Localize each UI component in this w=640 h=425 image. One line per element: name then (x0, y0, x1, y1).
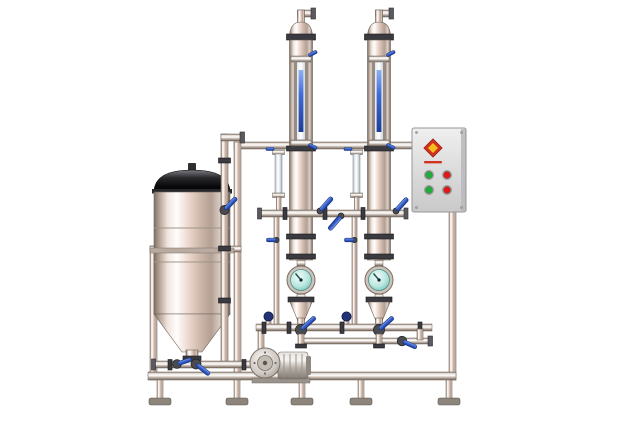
manifold-end-ferrule (257, 207, 262, 220)
centrifugal-pump (249, 330, 311, 384)
panel-screw (415, 206, 418, 209)
tank-dome-lid (153, 169, 231, 193)
manifold-pipe (259, 209, 407, 218)
pump-bolt (263, 351, 267, 354)
pipe-clamp (218, 297, 231, 304)
tank-top-fitting (188, 163, 196, 171)
foot-4 (349, 379, 373, 406)
tank-outlet-valve (190, 358, 211, 376)
brand-text-mark (424, 161, 442, 164)
brand-logo-diamond (423, 138, 443, 158)
manifold-valve-3 (392, 197, 409, 215)
pump-motor (277, 351, 309, 380)
transfer-pipe-ferrule (239, 131, 245, 144)
tank-support-band (149, 247, 235, 254)
pipe-clamp (282, 207, 288, 220)
tank-cone-bottom (153, 313, 231, 353)
filter-column-1 (263, 7, 319, 329)
panel-screw (460, 206, 463, 209)
panel-screw (460, 131, 463, 134)
foot-2 (225, 379, 249, 406)
lower-piping (255, 315, 433, 349)
manifold-end-ferrule (403, 207, 409, 220)
filter-column-2 (341, 7, 397, 329)
pipe-clamp (286, 321, 292, 334)
panel-enclosure (411, 127, 467, 213)
secondary-end-ferrule (427, 335, 433, 347)
manifold-valve-2 (328, 212, 345, 231)
pump-bolt (253, 361, 256, 365)
discharge-end-cap (151, 358, 156, 371)
drain-valve (172, 357, 192, 369)
foot-3 (290, 379, 314, 406)
manifold-valve-2-handle (328, 215, 342, 231)
pump-bolt (274, 361, 277, 365)
manifold-valve-1-handle (319, 196, 334, 212)
pump-bolt (263, 372, 267, 375)
riser-valve-handle (224, 196, 238, 211)
indicator-light-red-1 (443, 171, 451, 179)
foot-1 (148, 379, 172, 406)
pipe-clamp (218, 157, 231, 164)
conical-tank (149, 163, 235, 361)
frame-mid-post (233, 141, 242, 381)
pump-shaft-nut (262, 360, 268, 366)
pipe-clamp (167, 359, 173, 371)
tank-discharge-line (151, 357, 259, 376)
tank-outlet-valve-handle (196, 363, 211, 376)
piping-manifold (257, 196, 409, 231)
secondary-valve-handle (402, 339, 418, 349)
panel-side-shade (461, 129, 466, 211)
pump-outlet-riser (257, 330, 265, 351)
pipe-clamp (241, 359, 247, 371)
riser-valve (219, 196, 238, 215)
indicator-light-red-2 (443, 186, 451, 194)
tank-lid-rim (152, 189, 232, 194)
pipe-clamp (218, 245, 231, 252)
indicator-light-green-1 (425, 171, 433, 179)
secondary-valve (396, 335, 418, 349)
pipe-clamp (261, 321, 267, 334)
manifold-valve-1 (316, 196, 334, 215)
foot-5 (437, 379, 461, 406)
indicator-light-green-2 (425, 186, 433, 194)
pipe-clamp (339, 321, 345, 334)
manifold-valve-3-handle (395, 197, 409, 212)
motor-end-cap (306, 356, 311, 375)
panel-screw (415, 131, 418, 134)
transfer-pipe-elbow (220, 133, 243, 142)
pipe-clamp (360, 207, 366, 220)
control-panel (411, 127, 467, 213)
drain-valve-handle (177, 357, 192, 366)
pipe-riser-joint (416, 328, 424, 341)
